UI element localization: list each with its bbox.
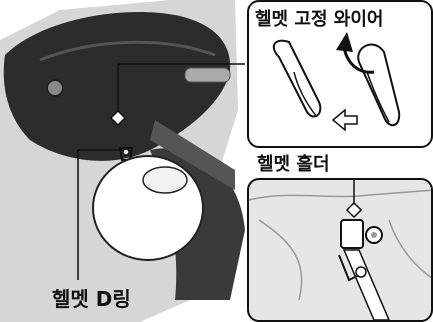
wire-panel	[247, 0, 433, 148]
direction-arrow-icon	[331, 108, 358, 132]
holder-panel	[247, 178, 433, 322]
seat	[3, 11, 231, 161]
holder-illustration	[249, 180, 431, 320]
wire-label: 헬멧 고정 와이어	[255, 9, 384, 30]
seat-lock-icon	[46, 79, 64, 97]
d-ring-label: 헬멧 D링	[52, 287, 131, 311]
grab-handle	[184, 67, 231, 83]
holder-label: 헬멧 홀더	[257, 154, 330, 175]
wire-loop-icon	[272, 32, 401, 132]
